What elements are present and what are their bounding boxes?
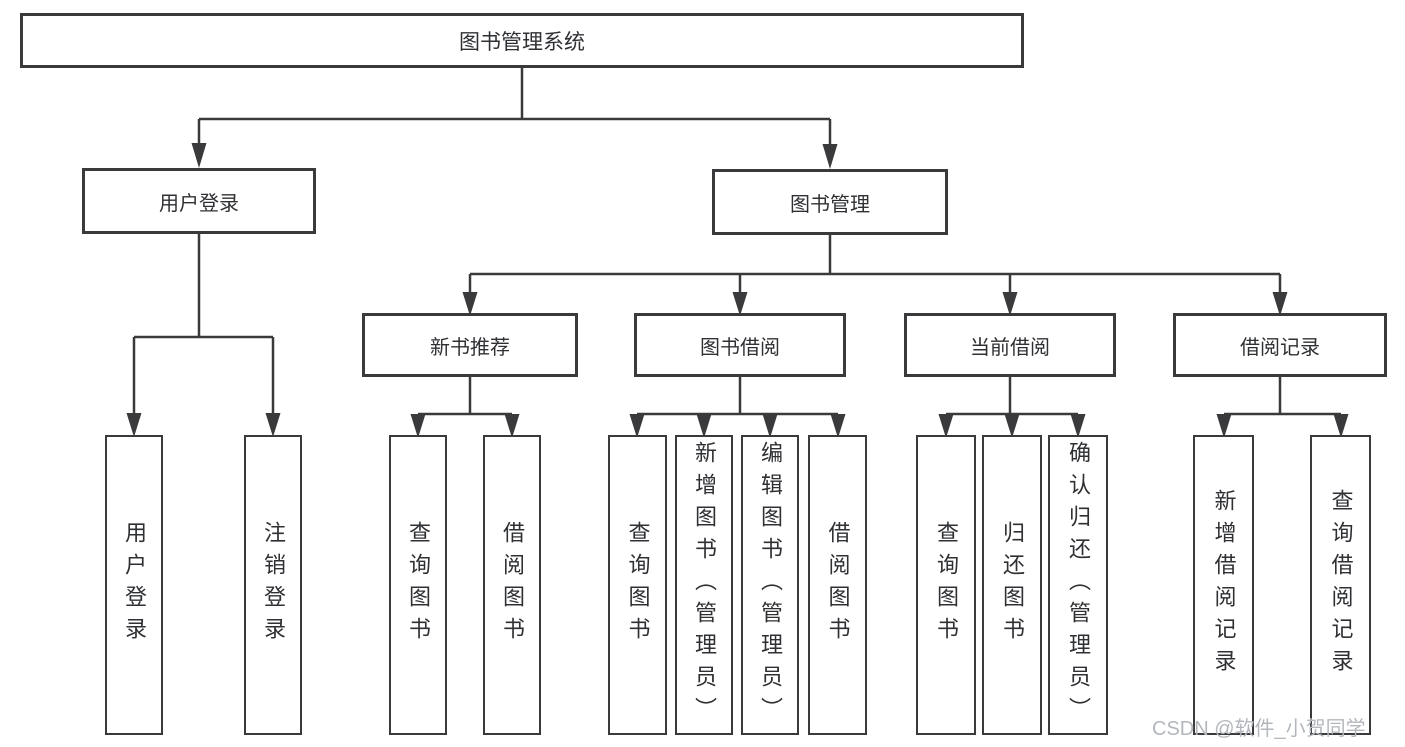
leaf-label: 注销登录 (261, 521, 286, 649)
leaf-label: 新增借阅记录 (1211, 489, 1237, 681)
leaf-confirm-return-admin: 确认归还（管理员） (1048, 435, 1108, 735)
node-library-system: 图书管理系统 (20, 13, 1024, 68)
leaf-user-login: 用户登录 (105, 435, 163, 735)
node-label: 图书借阅 (700, 336, 780, 359)
leaf-add-books-admin: 新增图书（管理员） (675, 435, 733, 735)
node-borrowing-records: 借阅记录 (1173, 313, 1387, 377)
leaf-edit-books-admin: 编辑图书（管理员） (741, 435, 799, 735)
leaf-logout-login: 注销登录 (244, 435, 302, 735)
leaf-query-books-borrowing: 查询图书 (608, 435, 667, 735)
node-current-borrowing: 当前借阅 (904, 313, 1116, 377)
leaf-label: 查询图书 (625, 521, 651, 649)
node-book-borrowing: 图书借阅 (634, 313, 846, 377)
leaf-label: 查询借阅记录 (1328, 489, 1354, 681)
leaf-label: 借阅图书 (825, 521, 851, 649)
leaf-label: 查询图书 (406, 521, 431, 649)
leaf-return-books: 归还图书 (982, 435, 1042, 735)
node-label: 用户登录 (159, 192, 239, 215)
watermark: CSDN @软件_小贺同学 (1152, 718, 1366, 740)
leaf-borrow-books-recommend: 借阅图书 (483, 435, 541, 735)
leaf-label: 借阅图书 (500, 521, 525, 649)
leaf-label: 确认归还（管理员） (1066, 441, 1091, 729)
node-book-management: 图书管理 (712, 169, 948, 235)
node-label: 图书管理 (790, 193, 870, 216)
leaf-query-books-current: 查询图书 (916, 435, 976, 735)
node-label: 图书管理系统 (459, 30, 585, 54)
leaf-label: 编辑图书（管理员） (758, 441, 783, 729)
leaf-query-borrow-record: 查询借阅记录 (1310, 435, 1371, 735)
leaf-label: 新增图书（管理员） (692, 441, 717, 729)
leaf-label: 查询图书 (934, 521, 959, 649)
node-label: 借阅记录 (1240, 336, 1320, 359)
node-new-book-recommend: 新书推荐 (362, 313, 578, 377)
leaf-add-borrow-record: 新增借阅记录 (1193, 435, 1254, 735)
leaf-label: 用户登录 (122, 521, 147, 649)
node-label: 当前借阅 (970, 336, 1050, 359)
leaf-label: 归还图书 (1000, 521, 1025, 649)
node-user-login: 用户登录 (82, 168, 316, 234)
leaf-query-books-recommend: 查询图书 (389, 435, 447, 735)
leaf-borrow-books-borrowing: 借阅图书 (808, 435, 867, 735)
node-label: 新书推荐 (430, 336, 510, 359)
